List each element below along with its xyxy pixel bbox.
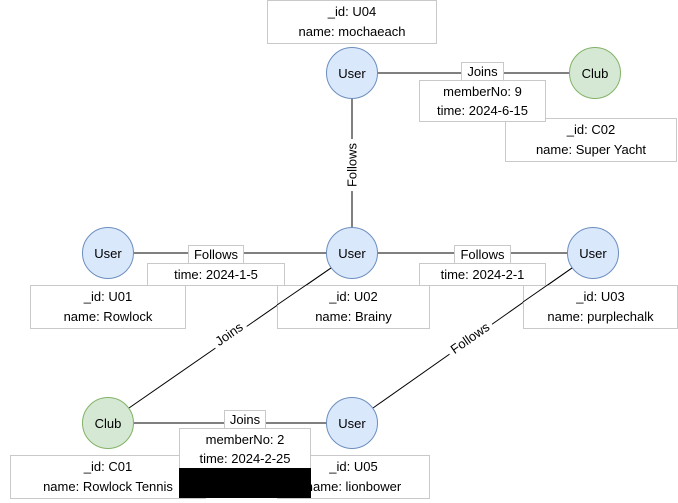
node-circle-u04[interactable]: User xyxy=(326,47,378,99)
node-label-u01[interactable]: _id: U01 name: Rowlock xyxy=(30,285,186,329)
edge-label-u04-u02-follows[interactable]: Follows xyxy=(343,138,361,192)
edge-title: Joins xyxy=(223,410,267,429)
black-rectangle xyxy=(179,468,311,498)
node-name-text: name: purplechalk xyxy=(547,309,654,324)
edge-label-c01-u05[interactable]: Joins memberNo: 2 time: 2024-2-25 xyxy=(179,410,311,470)
node-circle-c02[interactable]: Club xyxy=(569,47,621,99)
node-name-text: name: mochaeach xyxy=(298,24,406,39)
edge-label-u01-u02[interactable]: Follows time: 2024-1-5 xyxy=(147,245,285,286)
edge-label-u02-u03[interactable]: Follows time: 2024-2-1 xyxy=(419,245,546,286)
edge-props: time: 2024-1-5 xyxy=(147,263,285,286)
node-circle-u01[interactable]: User xyxy=(82,227,134,279)
node-circle-u03[interactable]: User xyxy=(567,227,619,279)
node-label-u03[interactable]: _id: U03 name: purplechalk xyxy=(523,285,678,329)
node-id-text: _id: C01 xyxy=(83,459,133,474)
node-circle-c01[interactable]: Club xyxy=(82,397,134,449)
edge-title: Joins xyxy=(461,62,504,81)
node-label-u04[interactable]: _id: U04 name: mochaeach xyxy=(267,0,437,44)
edge-title: Follows xyxy=(187,245,245,264)
node-label-c01[interactable]: _id: C01 name: Rowlock Tennis xyxy=(10,455,206,499)
node-id-text: _id: C02 xyxy=(566,122,616,137)
edge-prop-text: time: 2024-2-1 xyxy=(440,267,525,282)
node-name-text: name: Rowlock xyxy=(63,309,153,324)
node-circle-u05[interactable]: User xyxy=(326,397,378,449)
node-circle-u02[interactable]: User xyxy=(326,227,378,279)
edge-label-u04-c02[interactable]: Joins memberNo: 9 time: 2024-6-15 xyxy=(419,62,546,122)
node-id-text: _id: U04 xyxy=(327,4,377,19)
node-name-text: name: Brainy xyxy=(315,309,392,324)
edge-prop-text: time: 2024-2-25 xyxy=(199,451,291,466)
node-name-text: name: Rowlock Tennis xyxy=(43,479,173,494)
node-name-text: name: Super Yacht xyxy=(535,142,647,157)
node-id-text: _id: U02 xyxy=(329,289,378,304)
edge-props: time: 2024-2-1 xyxy=(419,263,546,286)
edge-title: Follows xyxy=(454,245,511,264)
node-label-c02[interactable]: _id: C02 name: Super Yacht xyxy=(505,118,677,162)
edge-props: memberNo: 2 time: 2024-2-25 xyxy=(179,428,311,470)
node-id-text: _id: U05 xyxy=(329,459,378,474)
edge-prop-text: time: 2024-6-15 xyxy=(436,103,529,118)
node-label-u02[interactable]: _id: U02 name: Brainy xyxy=(277,285,430,329)
node-id-text: _id: U03 xyxy=(576,289,625,304)
edge-prop-text: memberNo: 9 xyxy=(443,84,522,99)
edge-props: memberNo: 9 time: 2024-6-15 xyxy=(419,80,546,122)
node-id-text: _id: U01 xyxy=(83,289,133,304)
edge-prop-text: memberNo: 2 xyxy=(205,432,285,447)
node-name-text: name: lionbower xyxy=(305,479,402,494)
edge-prop-text: time: 2024-1-5 xyxy=(174,267,258,282)
